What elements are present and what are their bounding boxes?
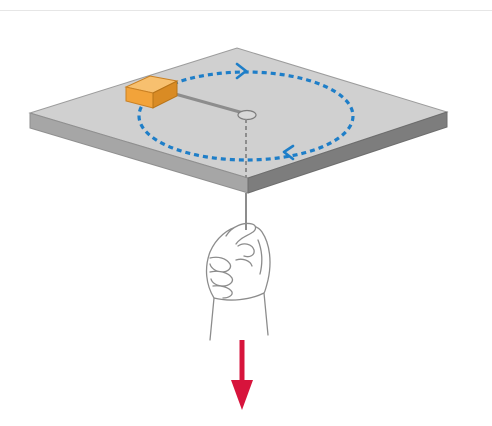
orbit-arrow-top [235, 62, 248, 80]
platform [28, 47, 449, 194]
block-side [152, 80, 178, 109]
top-divider [0, 10, 492, 11]
string-on-table [167, 90, 248, 116]
table-hole [237, 109, 257, 121]
hand-icon [205, 222, 271, 341]
orbit-arrow-bottom [282, 144, 295, 161]
block-icon [124, 75, 179, 109]
platform-right-edge [247, 111, 448, 194]
down-arrow-icon [231, 340, 253, 410]
